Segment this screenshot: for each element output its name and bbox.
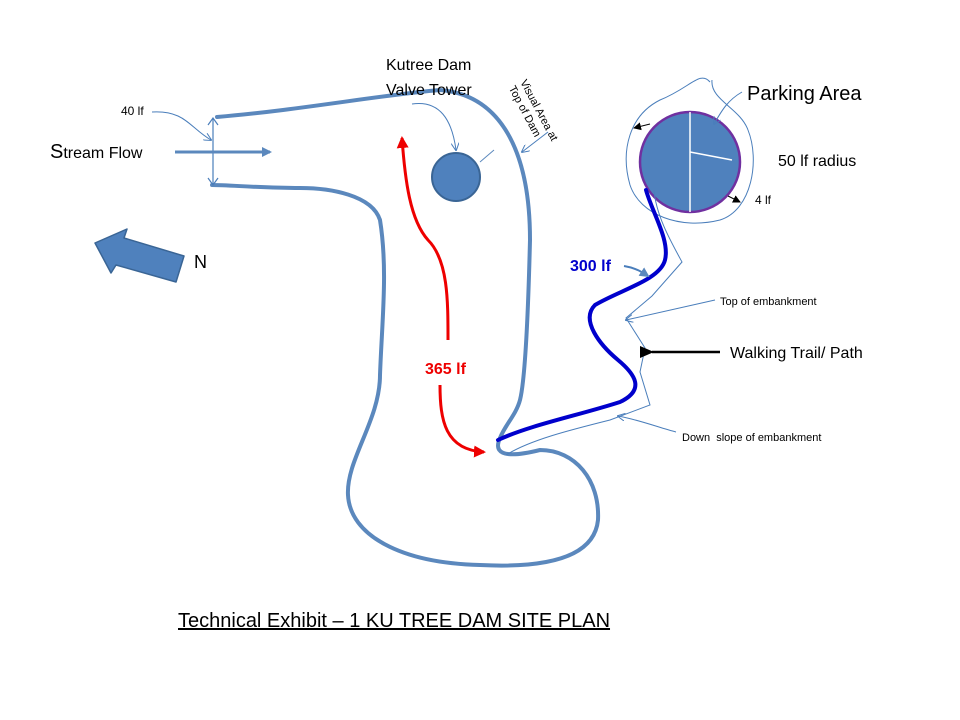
width-label: 40 lf [121, 104, 144, 118]
north-arrow-icon [94, 228, 185, 283]
valve-tower-callout [411, 103, 456, 150]
parking-radius-line [689, 151, 733, 161]
valve-tower-icon [431, 152, 481, 202]
width-callout-line [151, 111, 211, 140]
down-slope-pointer [618, 416, 677, 433]
down-slope-label: Down slope of embankment [682, 432, 821, 444]
valve-tower-label-line1: Kutree Dam [386, 57, 471, 74]
parking-area-label: Parking Area [747, 83, 862, 105]
embankment-outline [505, 189, 683, 456]
north-label: N [194, 252, 207, 272]
dam-length-path-lower [438, 384, 486, 458]
parking-offset-arrow-bottom [727, 195, 741, 203]
top-embankment-label: Top of embankment [720, 296, 817, 308]
valve-tower-label-line2: Valve Tower [386, 82, 472, 99]
walking-trail-label: Walking Trail/ Path [730, 345, 863, 362]
walking-trail-path [496, 188, 668, 442]
parking-offset-label: 4 lf [755, 193, 772, 207]
trail-length-label: 300 lf [570, 258, 612, 275]
visual-area-label: Visual Area at Top of Dam [506, 78, 560, 143]
parking-offset-arrow-top [633, 122, 651, 131]
visual-area-arrow [522, 131, 549, 152]
parking-label-callout [714, 91, 743, 124]
site-plan-caption: Technical Exhibit – 1 KU TREE DAM SITE P… [178, 610, 610, 632]
trail-length-arrow [623, 265, 650, 278]
visual-area-tick [479, 149, 495, 163]
width-dimension-arrows [207, 116, 219, 187]
stream-flow-label: Stream Flow [50, 141, 143, 163]
parking-radius-label: 50 lf radius [778, 153, 856, 170]
dam-length-path-upper [396, 136, 450, 341]
dam-outline [210, 88, 601, 568]
parking-boundary-outline [625, 77, 754, 224]
dam-length-label: 365 lf [425, 361, 467, 378]
top-embankment-pointer [626, 299, 716, 320]
